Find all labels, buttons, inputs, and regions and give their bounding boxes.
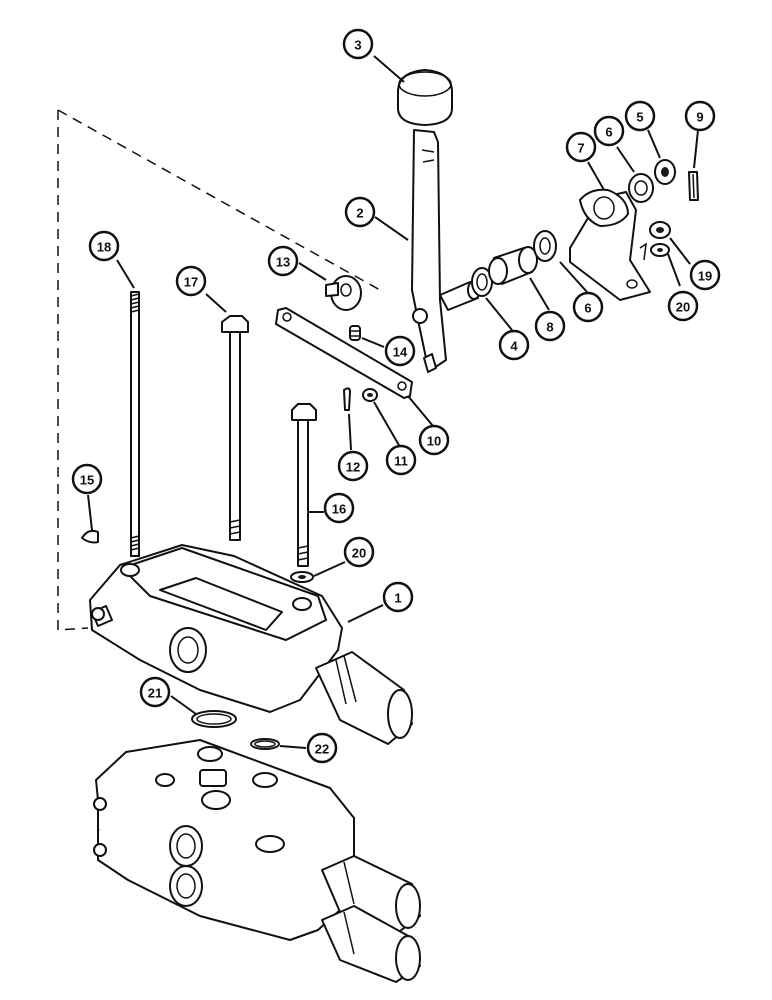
callout-label: 19 [698, 269, 712, 284]
bushing-part [488, 246, 538, 285]
callout-12: 12 [337, 450, 369, 482]
callout-label: 1 [394, 591, 401, 606]
callout-15: 15 [71, 463, 103, 495]
callout-17: 17 [175, 265, 207, 297]
o-ring-22-part [250, 738, 280, 750]
callout-21: 21 [139, 676, 171, 708]
stud-part [130, 291, 140, 557]
o-ring-21-part [191, 710, 237, 728]
callout-1: 1 [382, 581, 414, 613]
callout-label: 10 [427, 434, 441, 449]
roll-pin-part [688, 171, 699, 201]
callout-label: 15 [80, 473, 94, 488]
callout-16: 16 [323, 492, 355, 524]
callout-6-lower: 6 [572, 291, 604, 323]
pivot-pin-part [325, 275, 362, 311]
callout-9: 9 [684, 100, 716, 132]
callout-label: 12 [346, 460, 360, 475]
knob-part [397, 69, 453, 126]
washer-6-upper-part [628, 173, 654, 203]
callout-13: 13 [267, 245, 299, 277]
callout-label: 6 [605, 125, 612, 140]
callout-label: 3 [354, 38, 361, 53]
key-part [81, 529, 99, 544]
callout-20-lower: 20 [343, 536, 375, 568]
link-bar-part [275, 307, 413, 399]
callout-label: 13 [276, 255, 290, 270]
callout-2: 2 [344, 196, 376, 228]
callout-label: 22 [315, 742, 329, 757]
leader-lines [87, 55, 699, 749]
callout-label: 14 [393, 345, 408, 360]
callout-label: 2 [356, 206, 363, 221]
callout-label: 7 [577, 141, 584, 156]
callout-14: 14 [384, 335, 416, 367]
callout-label: 11 [394, 454, 408, 469]
callout-19: 19 [689, 259, 721, 291]
short-bolt-part [291, 403, 317, 567]
callout-6-upper: 6 [593, 115, 625, 147]
callout-10: 10 [418, 424, 450, 456]
callout-11: 11 [385, 444, 417, 476]
callout-5: 5 [624, 100, 656, 132]
washer-11-part [362, 388, 378, 402]
valve-cover-part [89, 544, 413, 745]
lower-valve-body-part [93, 739, 421, 983]
callout-22: 22 [306, 732, 338, 764]
set-screw-part [349, 325, 361, 341]
cotter-pin-part [343, 387, 351, 411]
bracket-part [569, 188, 651, 301]
callout-20-upper: 20 [667, 290, 699, 322]
callout-label: 17 [184, 275, 198, 290]
callout-4: 4 [498, 329, 530, 361]
callout-label: 5 [636, 110, 643, 125]
washer-20-lower-part [290, 571, 314, 583]
alignment-dashed-line [57, 109, 381, 631]
callout-8: 8 [534, 310, 566, 342]
callout-label: 20 [352, 546, 366, 561]
callout-label: 21 [148, 686, 162, 701]
lever-part [411, 129, 481, 373]
washer-5-part [654, 159, 676, 185]
callout-18: 18 [88, 230, 120, 262]
lock-washer-part [650, 243, 670, 257]
washer-4-part [471, 267, 493, 297]
callout-label: 6 [584, 301, 591, 316]
callout-label: 9 [696, 110, 703, 125]
long-bolt-part [221, 315, 249, 541]
nut-part [649, 221, 671, 239]
callout-label: 4 [510, 339, 518, 354]
callout-label: 16 [332, 502, 346, 517]
callout-3: 3 [342, 28, 374, 60]
washer-6-lower-part [533, 230, 557, 262]
callout-label: 18 [97, 240, 111, 255]
callout-label: 8 [546, 320, 553, 335]
callout-label: 20 [676, 300, 690, 315]
callout-7: 7 [565, 131, 597, 163]
